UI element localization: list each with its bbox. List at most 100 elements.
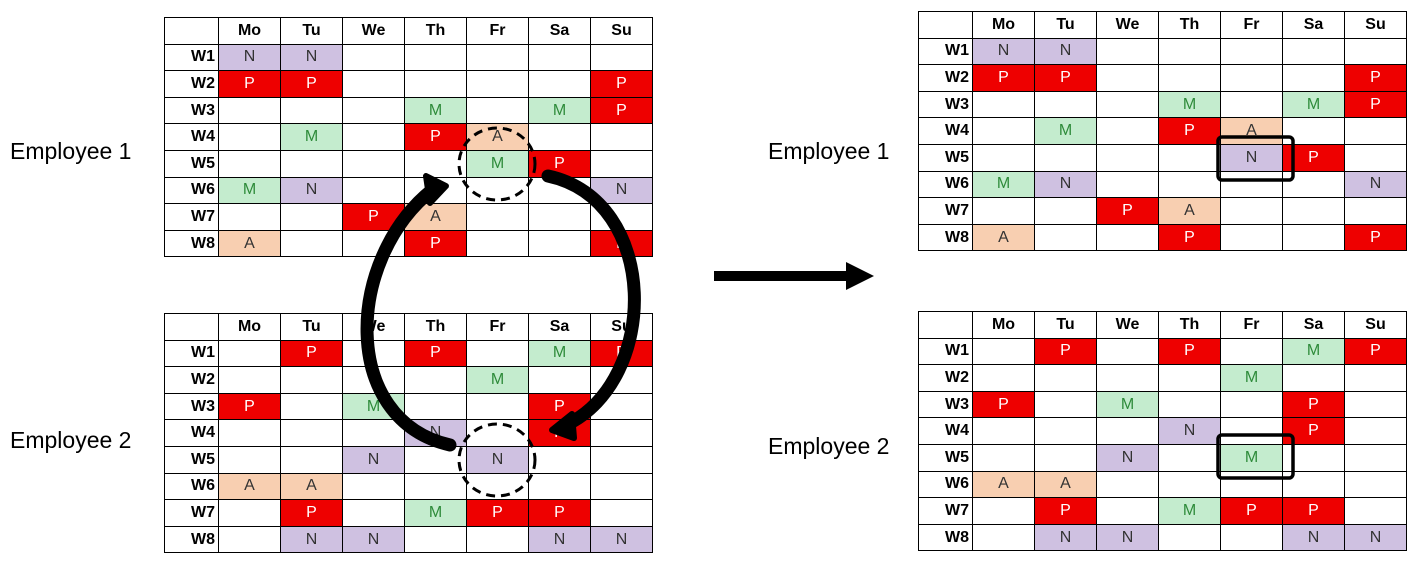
shift-cell: P	[280, 499, 343, 527]
shift-cell	[1220, 337, 1283, 366]
shift-cell: A	[972, 223, 1035, 252]
day-header-monday: Mo	[218, 313, 281, 341]
shift-cell	[1034, 90, 1097, 119]
shift-cell: M	[1034, 117, 1097, 145]
shift-cell	[404, 525, 467, 554]
week-header: W5	[164, 445, 219, 474]
shift-cell	[342, 43, 405, 72]
shift-cell	[1034, 443, 1097, 472]
shift-cell	[1344, 497, 1407, 525]
shift-cell: M	[528, 96, 591, 125]
shift-cell	[342, 366, 405, 394]
shift-cell	[342, 499, 405, 527]
shift-cell: A	[1220, 117, 1283, 145]
shift-cell: P	[1282, 143, 1345, 172]
before-employee-2-label: Employee 2	[10, 427, 132, 453]
shift-cell: A	[1034, 470, 1097, 499]
shift-cell: P	[590, 229, 653, 258]
shift-cell	[1220, 64, 1283, 92]
shift-cell	[404, 70, 467, 98]
corner-cell	[164, 17, 219, 45]
day-header-saturday: Sa	[528, 17, 591, 45]
shift-cell	[1096, 143, 1159, 172]
shift-cell	[590, 43, 653, 72]
shift-cell	[218, 203, 281, 231]
shift-cell	[1344, 443, 1407, 472]
shift-cell	[972, 143, 1035, 172]
shift-cell	[1096, 117, 1159, 145]
week-header: W6	[164, 176, 219, 205]
day-header-friday: Fr	[466, 313, 529, 341]
shift-cell: P	[528, 392, 591, 421]
shift-cell	[218, 123, 281, 151]
shift-cell	[1220, 37, 1283, 66]
shift-cell	[342, 176, 405, 205]
shift-cell	[590, 149, 653, 178]
shift-cell	[218, 525, 281, 554]
week-header: W6	[918, 170, 973, 199]
week-header: W1	[918, 337, 973, 366]
shift-cell	[1344, 470, 1407, 499]
shift-cell	[218, 149, 281, 178]
shift-cell	[528, 176, 591, 205]
day-header-monday: Mo	[972, 11, 1035, 39]
shift-cell	[1096, 337, 1159, 366]
shift-cell: P	[1344, 90, 1407, 119]
shift-cell: P	[280, 339, 343, 368]
shift-cell	[1034, 417, 1097, 445]
shift-cell: P	[280, 70, 343, 98]
shift-cell: P	[1282, 390, 1345, 419]
shift-cell	[342, 149, 405, 178]
shift-cell: N	[1034, 523, 1097, 552]
week-header: W3	[918, 90, 973, 119]
shift-cell: M	[280, 123, 343, 151]
shift-cell	[1344, 364, 1407, 392]
shift-cell	[1158, 143, 1221, 172]
shift-cell	[972, 417, 1035, 445]
shift-cell	[1158, 170, 1221, 199]
week-header: W2	[164, 70, 219, 98]
week-header: W7	[918, 197, 973, 225]
shift-cell	[1220, 470, 1283, 499]
shift-cell: P	[404, 339, 467, 368]
day-header-sunday: Su	[1344, 311, 1407, 339]
shift-cell	[1344, 197, 1407, 225]
day-header-thursday: Th	[1158, 311, 1221, 339]
shift-cell: N	[404, 419, 467, 447]
day-header-monday: Mo	[218, 17, 281, 45]
shift-cell: P	[1158, 223, 1221, 252]
shift-cell: P	[1344, 64, 1407, 92]
shift-cell	[1096, 37, 1159, 66]
shift-cell: M	[528, 339, 591, 368]
shift-cell: P	[590, 70, 653, 98]
shift-cell	[1282, 197, 1345, 225]
shift-cell: P	[1158, 117, 1221, 145]
shift-cell	[528, 472, 591, 501]
shift-cell	[1344, 37, 1407, 66]
week-header: W3	[164, 392, 219, 421]
shift-cell: P	[528, 419, 591, 447]
shift-cell	[972, 117, 1035, 145]
shift-cell	[1034, 390, 1097, 419]
shift-cell	[590, 472, 653, 501]
shift-cell: N	[1096, 443, 1159, 472]
shift-cell: M	[218, 176, 281, 205]
shift-cell: A	[280, 472, 343, 501]
week-header: W1	[164, 339, 219, 368]
shift-cell: N	[1034, 37, 1097, 66]
